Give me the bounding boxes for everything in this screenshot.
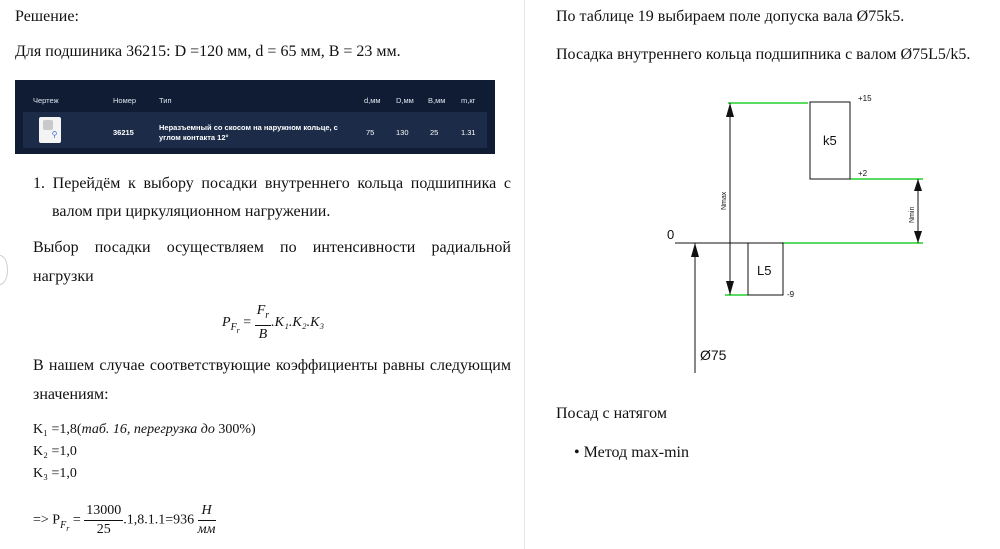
bearing-drawing-icon <box>43 120 53 130</box>
k5-field <box>809 101 851 180</box>
l5-label: L5 <box>757 263 771 278</box>
result-arrow: => P <box>33 512 61 528</box>
table-header-drawing: Чертеж <box>33 96 59 105</box>
formula-p-subsub: r <box>236 325 240 335</box>
formula-num: F <box>256 303 266 318</box>
plus2-label: +2 <box>858 169 868 178</box>
cell-m: 1.31 <box>461 128 476 137</box>
coef-k2: K₂ =1,0 <box>33 444 77 459</box>
minus9-label: -9 <box>787 290 795 299</box>
table-row[interactable] <box>23 112 487 148</box>
result-fraction: 13000 25 <box>84 502 124 539</box>
k1-end: 300%) <box>218 422 256 437</box>
cell-d: 75 <box>366 128 375 137</box>
nmin-arrow-up <box>914 179 922 191</box>
bullet-icon: • <box>574 444 580 461</box>
item1-line1: 1. Перейдём к выбору посадки внутреннего… <box>33 175 511 192</box>
table-header-type: Тип <box>159 96 172 105</box>
table-header-m: m,кг <box>461 96 476 105</box>
coef-k1: K₁ =1,8(таб. 16, перегрузка до 300%) <box>33 422 256 438</box>
cell-D: 130 <box>396 128 409 137</box>
k1-value: K₁ =1,8( <box>33 422 82 437</box>
result-unit: Н мм <box>197 502 216 539</box>
result-den: 25 <box>96 522 111 537</box>
fit-line: Посадка внутреннего кольца подшипника с … <box>556 46 971 63</box>
coef-k3: K₃ =1,0 <box>33 466 77 481</box>
tolerance-line: По таблице 19 выбираем поле допуска вала… <box>556 8 905 25</box>
column-divider <box>524 0 525 549</box>
bearing-table: Чертеж Номер Тип d,мм D,мм B,мм m,кг ⚲ 3… <box>15 80 495 154</box>
result-eq: = <box>69 512 81 528</box>
bearing-type-line2: углом контакта 12° <box>159 133 229 142</box>
para1-line1: Выбор посадки осуществляем по интенсивно… <box>33 239 511 256</box>
result-subsub: r <box>66 523 70 533</box>
item1-line2: валом при циркуляционном нагружении. <box>52 203 331 220</box>
table-header-D: D,мм <box>396 96 414 105</box>
nmax-label: Nmax <box>721 191 728 210</box>
formula-rest: .K₁.K₂.K₃ <box>271 315 325 331</box>
nmax-arrow-down <box>726 281 734 295</box>
para2-line2: значениям: <box>33 386 109 403</box>
nmax-arrow-up <box>726 103 734 117</box>
tolerance-diagram: k5 L5 0 Ø75 +15 +2 -9 Nmax Nmin <box>667 94 923 373</box>
cell-B: 25 <box>430 128 439 137</box>
bearing-dimensions: Для подшиника 36215: D =120 мм, d = 65 м… <box>15 43 401 60</box>
method-text: Метод max-min <box>583 444 689 461</box>
bearing-number: 36215 <box>113 128 134 137</box>
table-header-B: B,мм <box>428 96 446 105</box>
formula-den: B <box>258 326 268 342</box>
k1-note: таб. 16, перегрузка до <box>81 422 219 437</box>
nmin-label: Nmin <box>909 207 916 223</box>
side-handle[interactable] <box>0 255 8 285</box>
formula-p: P <box>222 315 231 331</box>
formula-eq: = <box>243 315 252 331</box>
formula-fraction: Fr B <box>254 302 272 344</box>
formula-p-sub: F <box>230 321 237 333</box>
k5-label: k5 <box>823 133 837 148</box>
result-num: 13000 <box>84 502 124 521</box>
unit-den: мм <box>197 522 216 537</box>
zoom-icon[interactable]: ⚲ <box>51 130 58 139</box>
diameter-arrow-head <box>691 243 699 257</box>
drawing-thumbnail[interactable]: ⚲ <box>39 117 61 143</box>
para2-line1: В нашем случае соответствующие коэффицие… <box>33 357 511 374</box>
formula-intensity: PFr = Fr B .K₁.K₂.K₃ <box>222 302 324 344</box>
para1-line2: нагрузки <box>33 268 94 285</box>
fit-type-label: Посад с натягом <box>556 405 667 422</box>
nmin-arrow-down <box>914 231 922 243</box>
result-sub: F <box>60 519 67 531</box>
zero-label: 0 <box>667 227 674 242</box>
formula-result: => PFr = 13000 25 .1,8.1.1=936 Н мм <box>33 502 216 539</box>
solution-label: Решение: <box>15 8 79 25</box>
result-rest: .1,8.1.1=936 <box>123 512 195 528</box>
diameter-label: Ø75 <box>700 347 727 363</box>
unit-num: Н <box>201 503 212 518</box>
bearing-type-line1: Неразъемный со скосом на наружном кольце… <box>159 123 338 132</box>
plus15-label: +15 <box>858 94 872 103</box>
table-header-number: Номер <box>113 96 137 105</box>
method-bullet: • Метод max-min <box>574 443 689 463</box>
table-header-d: d,мм <box>364 96 381 105</box>
l5-field <box>747 242 784 296</box>
formula-num-sub: r <box>265 309 270 321</box>
